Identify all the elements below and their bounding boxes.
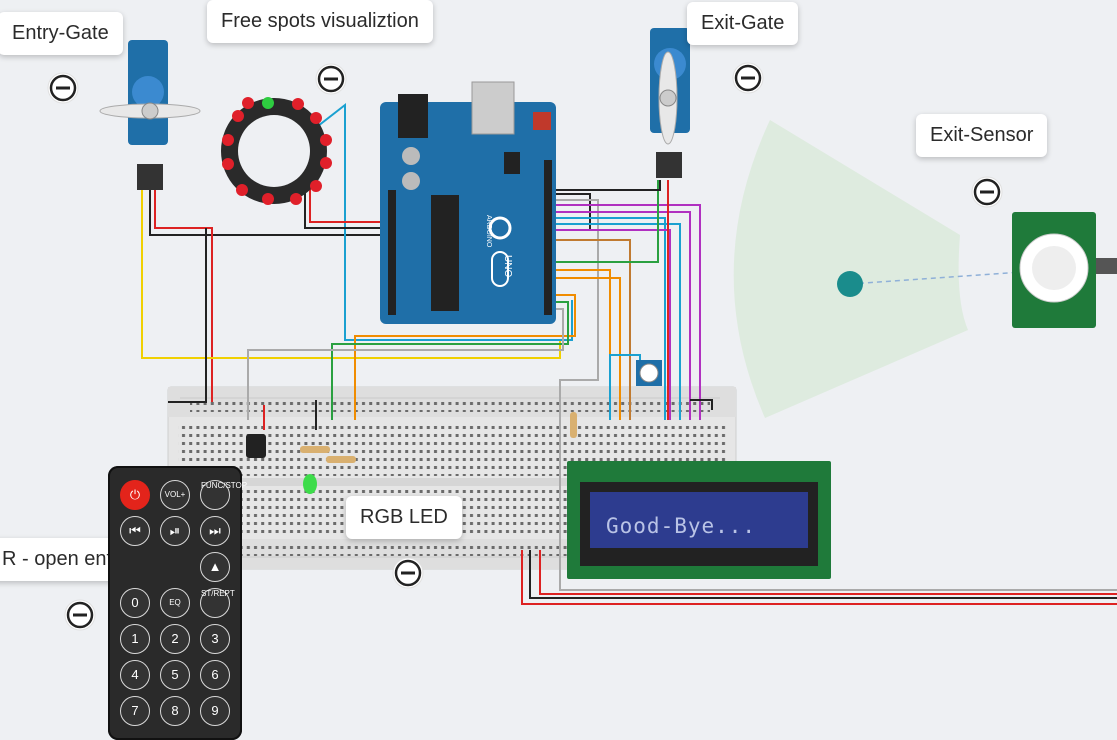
eq-button[interactable]: EQ: [160, 588, 190, 618]
arduino-brand-label: ARDUINO: [485, 215, 492, 248]
callout-free-spots: Free spots visualiztion: [207, 0, 433, 43]
button-6[interactable]: 6: [200, 660, 230, 690]
button-1[interactable]: 1: [120, 624, 150, 654]
func-stop-button[interactable]: FUNC/STOP: [200, 480, 247, 510]
pir-detection-zone: [733, 120, 968, 418]
arduino-model-label: UNO: [502, 255, 513, 277]
button-7[interactable]: 7: [120, 696, 150, 726]
ir-remote[interactable]: ⏻ VOL+ FUNC/STOP ⏮ ⏯ ⏭ ▲ 0 EQ ST/REPT 1 …: [108, 466, 247, 740]
rgb-led[interactable]: [303, 474, 317, 494]
button-5[interactable]: 5: [160, 660, 190, 690]
ir-receiver[interactable]: [246, 434, 266, 458]
callout-rgb-led: RGB LED: [346, 496, 462, 539]
lcd-text: Good-Bye...: [606, 514, 757, 538]
callout-exit-gate: Exit-Gate: [687, 2, 799, 45]
vol-up-button[interactable]: VOL+: [160, 480, 190, 510]
arduino-uno[interactable]: UNO ARDUINO: [380, 81, 556, 324]
power-icon[interactable]: ⏻: [120, 480, 150, 510]
pir-sensor[interactable]: [1012, 212, 1117, 328]
lcd-display[interactable]: [567, 461, 831, 579]
fast-forward-icon[interactable]: ⏭: [200, 516, 230, 546]
potentiometer[interactable]: [636, 360, 662, 386]
neopixel-ring[interactable]: [221, 97, 332, 205]
wires[interactable]: [141, 102, 1117, 605]
rewind-icon[interactable]: ⏮: [120, 516, 150, 546]
button-2[interactable]: 2: [160, 624, 190, 654]
callout-exit-sensor: Exit-Sensor: [916, 114, 1048, 157]
button-9[interactable]: 9: [200, 696, 230, 726]
button-4[interactable]: 4: [120, 660, 150, 690]
entry-servo[interactable]: [99, 40, 201, 190]
st-rept-button[interactable]: ST/REPT: [200, 588, 235, 618]
exit-servo[interactable]: [650, 28, 690, 178]
button-8[interactable]: 8: [160, 696, 190, 726]
up-arrow-icon[interactable]: ▲: [200, 552, 230, 582]
resistors[interactable]: [300, 412, 577, 463]
play-pause-icon[interactable]: ⏯: [160, 516, 190, 546]
button-3[interactable]: 3: [200, 624, 230, 654]
callout-entry-gate: Entry-Gate: [0, 12, 123, 55]
button-0[interactable]: 0: [120, 588, 150, 618]
pir-target-handle[interactable]: [837, 271, 863, 297]
